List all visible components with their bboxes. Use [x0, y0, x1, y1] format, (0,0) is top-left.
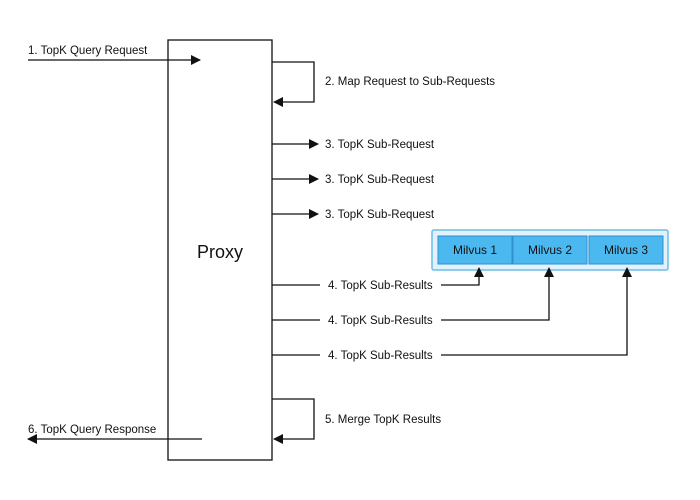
- merge-results-loop-arrow: [272, 398, 315, 444]
- step-2-label: 2. Map Request to Sub-Requests: [325, 76, 495, 88]
- milvus-node-2-label: Milvus 2: [528, 243, 572, 257]
- sub-results-3-label: 4. TopK Sub-Results: [328, 350, 433, 362]
- sub-results-arrow-2: [441, 267, 554, 321]
- step-1-label: 1. TopK Query Request: [28, 45, 148, 57]
- sub-results-2-label: 4. TopK Sub-Results: [328, 315, 433, 327]
- map-request-loop-arrow: [272, 61, 315, 107]
- sub-request-1-label: 3. TopK Sub-Request: [325, 209, 435, 221]
- milvus-node-3: [588, 235, 664, 265]
- sub-results-arrow-3: [441, 267, 632, 356]
- milvus-node-3-label: Milvus 3: [604, 243, 648, 257]
- proxy-label: Proxy: [197, 242, 243, 262]
- sub-request-3-label: 3. TopK Sub-Request: [325, 139, 435, 151]
- milvus-node-1-label: Milvus 1: [453, 243, 497, 257]
- milvus-node-2: [512, 235, 588, 265]
- sub-results-arrow-1: [441, 267, 484, 286]
- sub-request-2-label: 3. TopK Sub-Request: [325, 174, 435, 186]
- step-6-label: 6. TopK Query Response: [28, 424, 156, 436]
- milvus-node-1: [437, 235, 513, 265]
- proxy-box: [167, 39, 273, 461]
- step-5-label: 5. Merge TopK Results: [325, 414, 441, 426]
- sub-results-1-label: 4. TopK Sub-Results: [328, 280, 433, 292]
